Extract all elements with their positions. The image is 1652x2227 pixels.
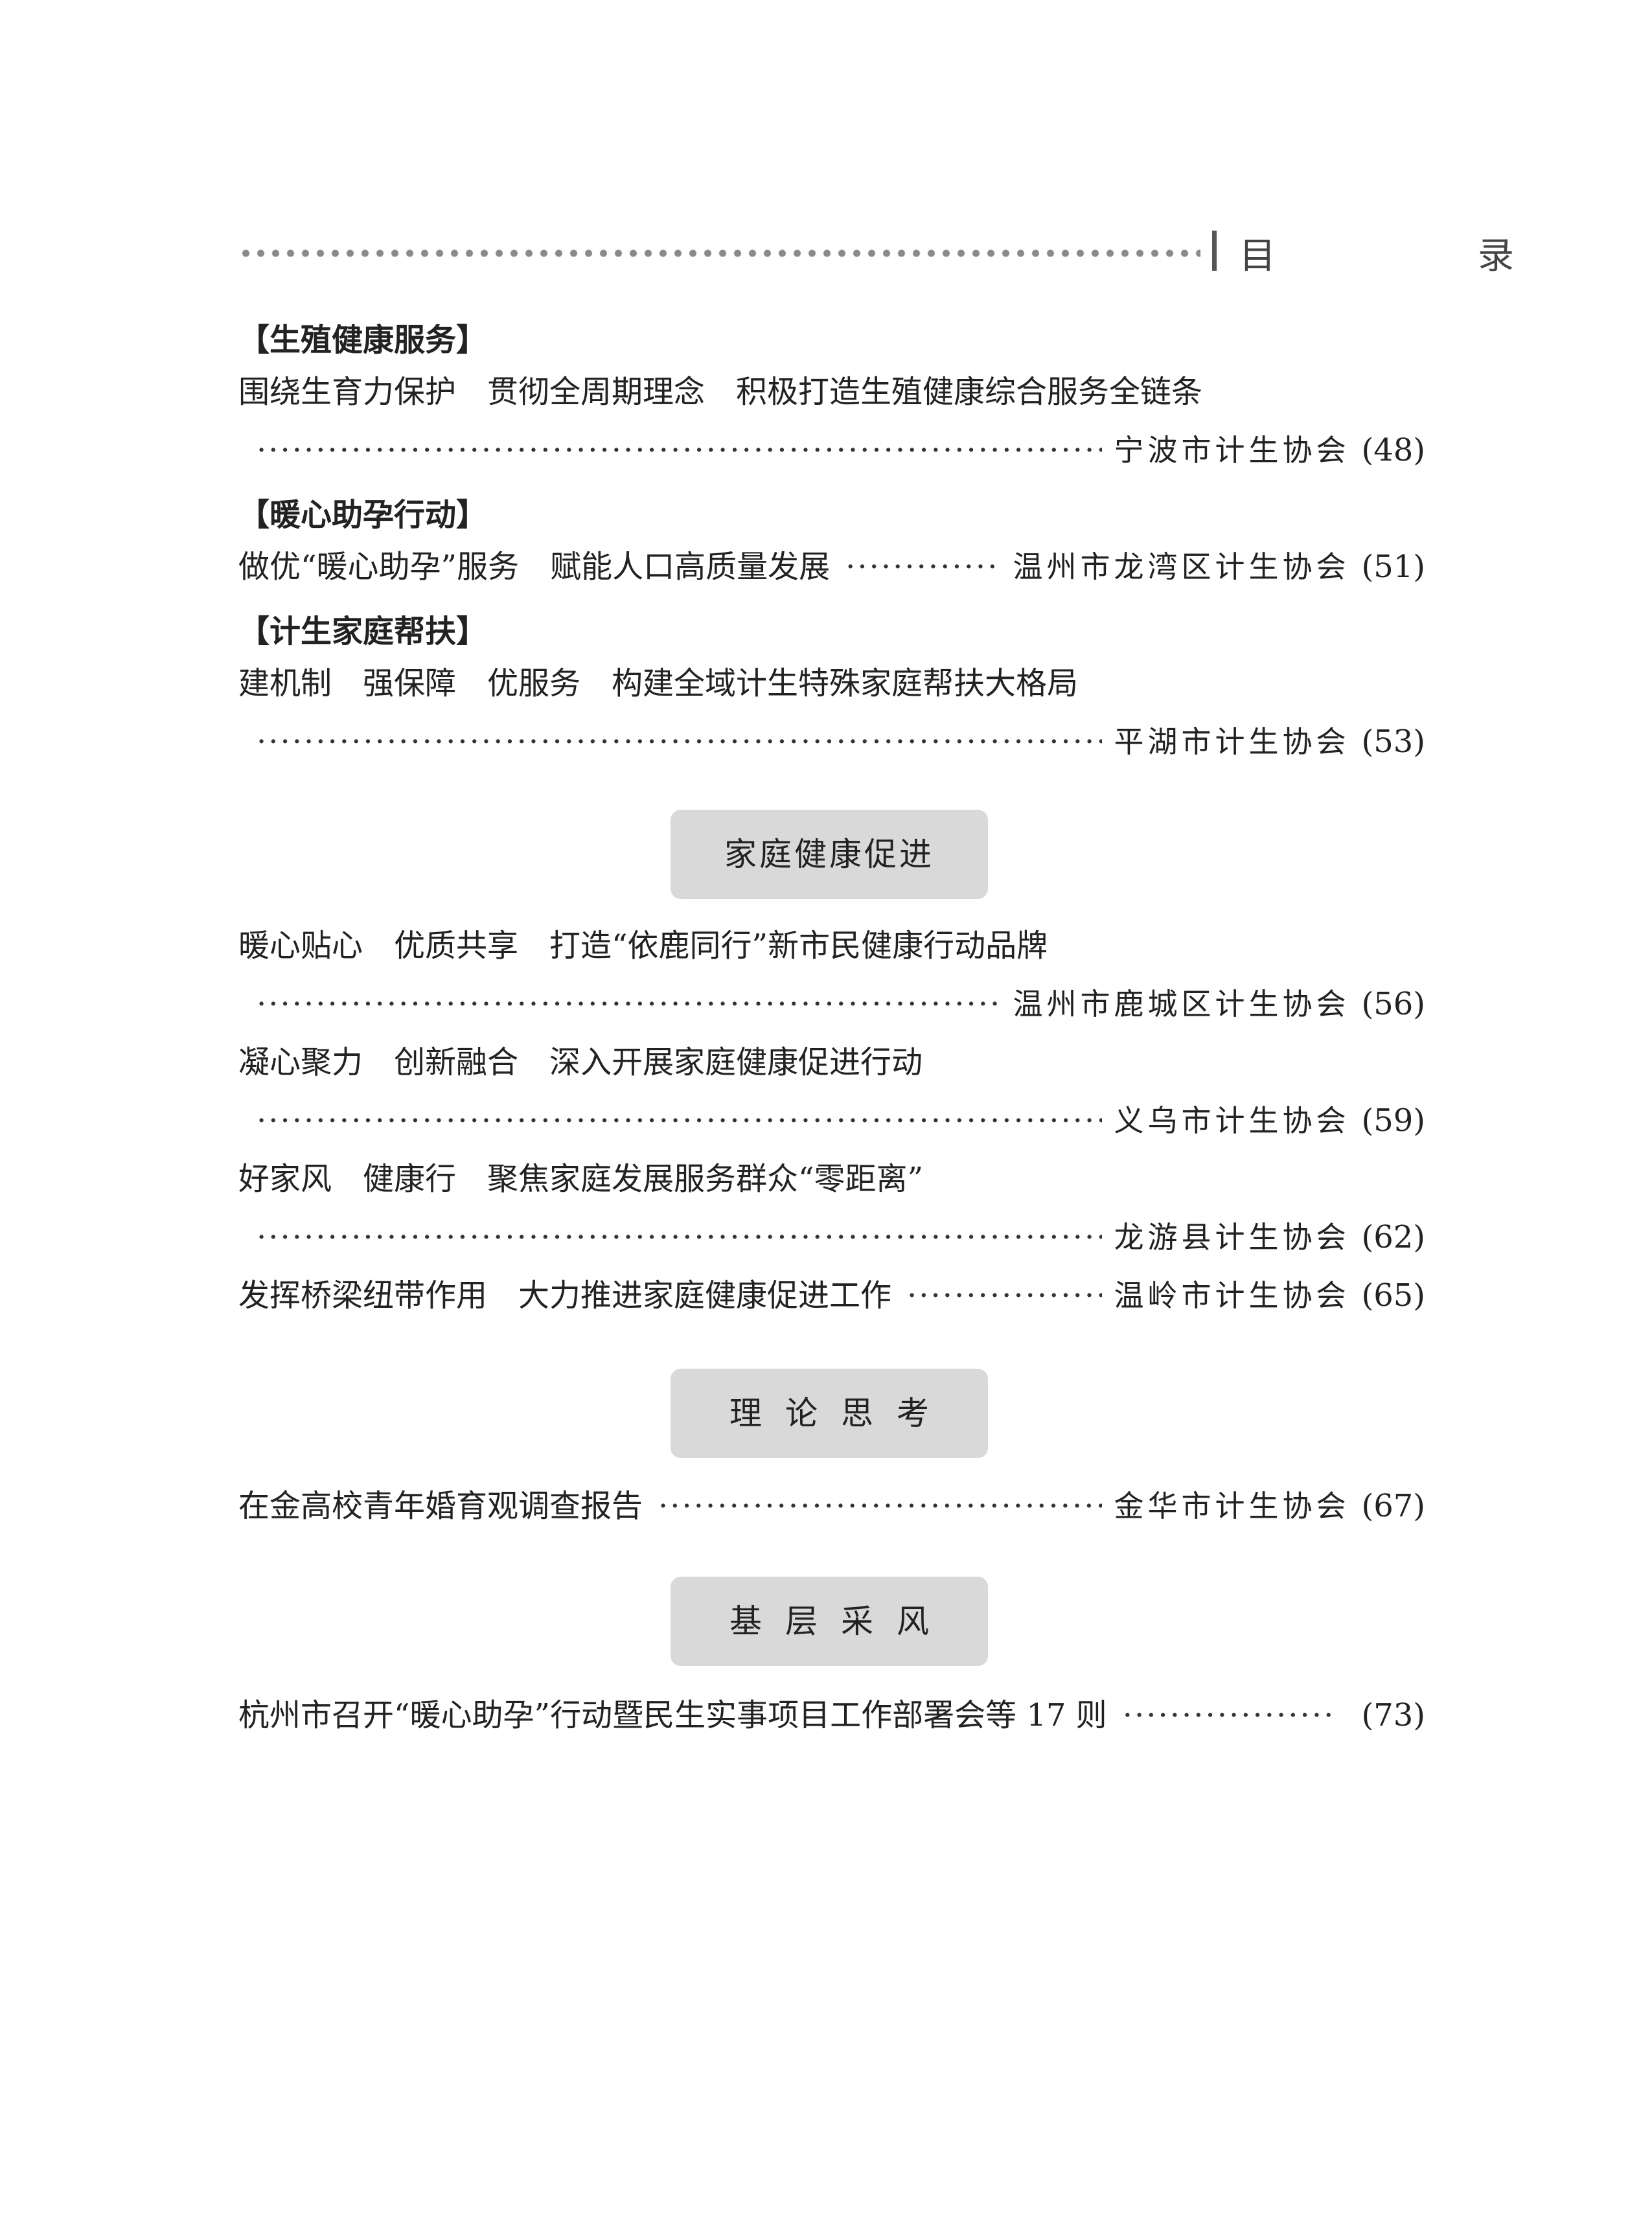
section-label: 【生殖健康服务】 <box>238 322 488 358</box>
section-fertility-assist: 【暖心助孕行动】 做优“暖心助孕”服务 赋能人口高质量发展 ··········… <box>238 492 1425 596</box>
entry-title: 暖心贴心 优质共享 打造“依鹿同行”新市民健康行动品牌 <box>238 928 1048 964</box>
dot-leader: ········································… <box>845 549 1001 585</box>
entry-author: 义乌市计生协会 <box>1114 1103 1350 1138</box>
toc-entry[interactable]: 在金高校青年婚育观调查报告 ··························… <box>238 1477 1425 1535</box>
entry-page: (51) <box>1361 549 1425 585</box>
header-dot-rule <box>238 246 1200 260</box>
section-family-support: 【计生家庭帮扶】 建机制 强保障 优服务 构建全域计生特殊家庭帮扶大格局 ···… <box>238 609 1425 771</box>
dot-leader: ········································… <box>907 1277 1102 1314</box>
dot-leader: ········································… <box>257 1219 1102 1255</box>
entry-title: 好家风 健康行 聚焦家庭发展服务群众“零距离” <box>238 1161 924 1197</box>
toc-entry[interactable]: 好家风 健康行 聚焦家庭发展服务群众“零距离” ················… <box>238 1150 1425 1266</box>
section-theory-entries: 在金高校青年婚育观调查报告 ··························… <box>238 1477 1425 1535</box>
entry-title: 围绕生育力保护 贯彻全周期理念 积极打造生殖健康综合服务全链条 <box>238 374 1203 410</box>
toc-header: 目 录 <box>238 220 1514 285</box>
page-title: 目 录 <box>1239 235 1597 277</box>
dot-leader: ········································… <box>257 724 1102 760</box>
entry-page: (48) <box>1361 432 1425 468</box>
entry-author: 温州市龙湾区计生协会 <box>1013 549 1350 584</box>
section-banner-grassroots: 基层采风 <box>671 1577 988 1666</box>
toc-entry[interactable]: 建机制 强保障 优服务 构建全域计生特殊家庭帮扶大格局 ············… <box>238 654 1425 771</box>
entry-page: (73) <box>1361 1697 1425 1733</box>
section-grassroots-entries: 杭州市召开“暖心助孕”行动暨民生实事项目工作部署会等 17 则 ········… <box>238 1686 1425 1744</box>
entry-page: (59) <box>1361 1102 1425 1139</box>
header-divider-bar <box>1212 231 1217 271</box>
entry-author: 金华市计生协会 <box>1114 1489 1350 1524</box>
toc-entry[interactable]: 凝心聚力 创新融合 深入开展家庭健康促进行动 ·················… <box>238 1033 1425 1150</box>
toc-entry[interactable]: 暖心贴心 优质共享 打造“依鹿同行”新市民健康行动品牌 ············… <box>238 917 1425 1033</box>
entry-title: 杭州市召开“暖心助孕”行动暨民生实事项目工作部署会等 17 则 <box>238 1697 1107 1733</box>
dot-leader: ········································… <box>257 986 1002 1022</box>
dot-leader: ········································… <box>658 1488 1102 1524</box>
entry-author: 温岭市计生协会 <box>1114 1278 1350 1313</box>
dot-leader: ········································… <box>257 432 1102 468</box>
section-reproductive-health: 【生殖健康服务】 围绕生育力保护 贯彻全周期理念 积极打造生殖健康综合服务全链条… <box>238 317 1425 479</box>
toc-page: 目 录 【生殖健康服务】 围绕生育力保护 贯彻全周期理念 积极打造生殖健康综合服… <box>238 220 1514 1733</box>
section-label: 【计生家庭帮扶】 <box>238 613 488 650</box>
entry-title: 发挥桥梁纽带作用 大力推进家庭健康促进工作 <box>238 1277 892 1314</box>
dot-leader: ········································… <box>1122 1697 1338 1733</box>
entry-title: 做优“暖心助孕”服务 赋能人口高质量发展 <box>238 549 831 585</box>
entry-page: (62) <box>1361 1219 1425 1255</box>
entry-title: 在金高校青年婚育观调查报告 <box>238 1488 643 1524</box>
dot-leader: ········································… <box>257 1102 1102 1139</box>
toc-entry[interactable]: 发挥桥梁纽带作用 大力推进家庭健康促进工作 ··················… <box>238 1266 1425 1325</box>
entry-page: (53) <box>1361 724 1425 760</box>
section-family-health-entries: 暖心贴心 优质共享 打造“依鹿同行”新市民健康行动品牌 ············… <box>238 917 1425 1325</box>
entry-page: (65) <box>1361 1277 1425 1314</box>
toc-entry[interactable]: 杭州市召开“暖心助孕”行动暨民生实事项目工作部署会等 17 则 ········… <box>238 1686 1425 1744</box>
section-label: 【暖心助孕行动】 <box>238 497 488 533</box>
entry-title: 建机制 强保障 优服务 构建全域计生特殊家庭帮扶大格局 <box>238 665 1079 702</box>
entry-author: 龙游县计生协会 <box>1114 1220 1350 1255</box>
section-banner-family-health: 家庭健康促进 <box>671 810 988 899</box>
toc-entry[interactable]: 围绕生育力保护 贯彻全周期理念 积极打造生殖健康综合服务全链条 ········… <box>238 363 1425 479</box>
entry-author: 宁波市计生协会 <box>1114 433 1350 468</box>
toc-entry[interactable]: 做优“暖心助孕”服务 赋能人口高质量发展 ···················… <box>238 538 1425 596</box>
section-banner-theory: 理论思考 <box>671 1369 988 1458</box>
entry-title: 凝心聚力 创新融合 深入开展家庭健康促进行动 <box>238 1044 923 1080</box>
entry-author: 平湖市计生协会 <box>1114 724 1350 759</box>
entry-author: 温州市鹿城区计生协会 <box>1013 987 1350 1022</box>
entry-page: (56) <box>1361 986 1425 1022</box>
entry-page: (67) <box>1361 1488 1425 1524</box>
